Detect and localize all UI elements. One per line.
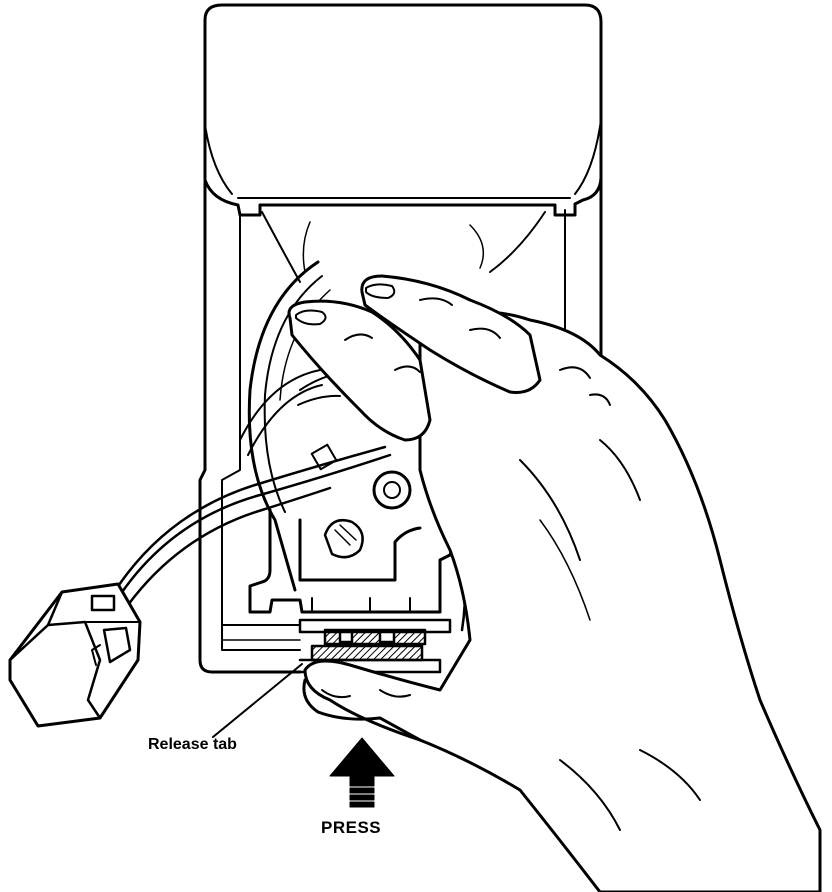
press-label: PRESS (321, 818, 382, 837)
lower-housing (198, 176, 603, 674)
release-tab (298, 618, 452, 674)
release-tab-label: Release tab (148, 736, 237, 753)
press-arrow-icon (329, 737, 395, 808)
hand (287, 274, 822, 892)
connector-plug (8, 582, 142, 728)
upper-cover (203, 3, 603, 217)
release-tab-leader-line (212, 663, 303, 738)
wire-harness (106, 366, 392, 607)
